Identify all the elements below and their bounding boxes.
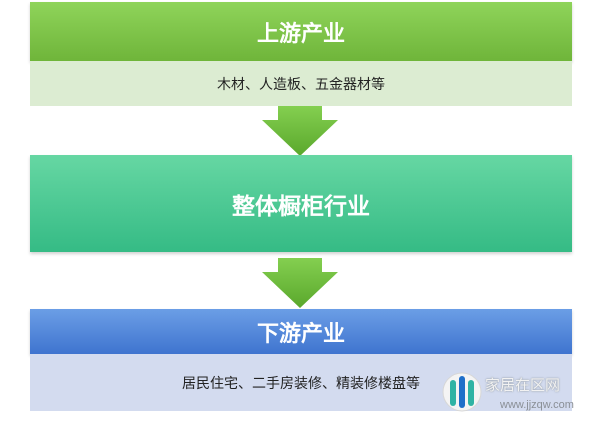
- watermark-name: 家居在区网: [485, 376, 561, 394]
- watermark-url: www.jjzqw.com: [500, 399, 574, 411]
- downstream-title: 下游产业: [256, 321, 345, 347]
- down-arrow-icon: [262, 106, 338, 156]
- upstream-items-box: 木材、人造板、五金器材等: [30, 61, 572, 106]
- middle-title: 整体橱柜行业: [232, 193, 370, 220]
- middle-header: 整体橱柜行业: [30, 155, 572, 252]
- downstream-items: 居民住宅、二手房装修、精装修楼盘等: [182, 375, 420, 392]
- upstream-header: 上游产业: [30, 2, 572, 61]
- downstream-items-box: 居民住宅、二手房装修、精装修楼盘等: [30, 354, 572, 411]
- upstream-title: 上游产业: [256, 21, 345, 47]
- watermark: 家居在区网 www.jjzqw.com: [440, 370, 600, 420]
- site-logo-icon: [442, 372, 482, 412]
- down-arrow-icon: [262, 258, 338, 308]
- upstream-items: 木材、人造板、五金器材等: [217, 76, 385, 93]
- downstream-header: 下游产业: [30, 309, 572, 354]
